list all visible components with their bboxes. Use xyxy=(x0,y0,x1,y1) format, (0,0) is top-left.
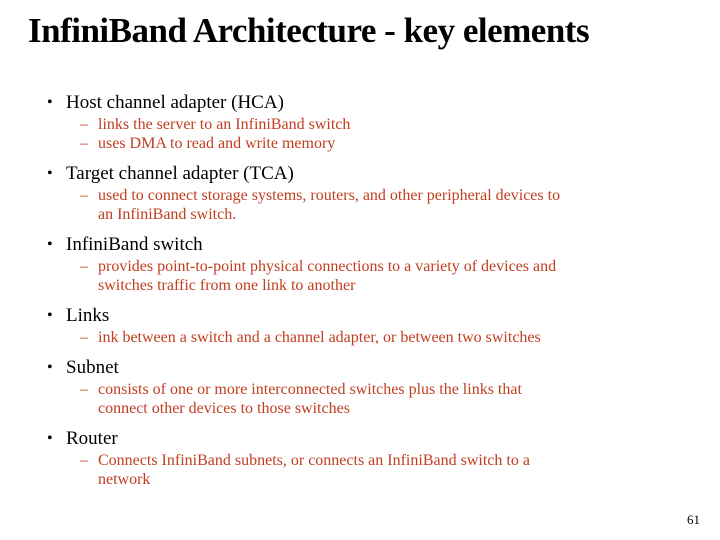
bullet-item-hca: • Host channel adapter (HCA) – links the… xyxy=(47,91,702,153)
bullet-label: InfiniBand switch xyxy=(66,234,203,255)
bullet-marker: • xyxy=(47,94,53,111)
dash-marker: – xyxy=(80,187,88,204)
sub-bullet-item: – ink between a switch and a channel ada… xyxy=(80,328,702,347)
dash-marker: – xyxy=(80,381,88,398)
dash-marker: – xyxy=(80,116,88,133)
bullet-label: Links xyxy=(66,305,110,326)
bullet-label: Target channel adapter (TCA) xyxy=(66,163,294,184)
sub-bullet-text: uses DMA to read and write memory xyxy=(98,135,336,152)
sub-bullet-item: – links the server to an InfiniBand swit… xyxy=(80,115,702,134)
bullet-marker: • xyxy=(47,359,53,376)
bullet-list: • Host channel adapter (HCA) – links the… xyxy=(0,91,702,489)
bullet-item-links: • Links – ink between a switch and a cha… xyxy=(47,304,702,347)
bullet-label: Router xyxy=(66,428,118,449)
slide-title: InfiniBand Architecture - key elements xyxy=(28,11,590,50)
sub-bullet-text: links the server to an InfiniBand switch xyxy=(98,116,351,133)
sub-bullet-text: consists of one or more interconnected s… xyxy=(98,381,522,417)
bullet-item-tca: • Target channel adapter (TCA) – used to… xyxy=(47,162,702,224)
bullet-item-subnet: • Subnet – consists of one or more inter… xyxy=(47,356,702,418)
sub-bullet-item: – used to connect storage systems, route… xyxy=(80,186,702,224)
dash-marker: – xyxy=(80,329,88,346)
sub-bullet-text: Connects InfiniBand subnets, or connects… xyxy=(98,452,530,488)
dash-marker: – xyxy=(80,135,88,152)
bullet-label: Host channel adapter (HCA) xyxy=(66,92,284,113)
sub-bullet-text: used to connect storage systems, routers… xyxy=(98,187,561,223)
bullet-marker: • xyxy=(47,307,53,324)
bullet-marker: • xyxy=(47,430,53,447)
bullet-item-router: • Router – Connects InfiniBand subnets, … xyxy=(47,427,702,489)
bullet-label: Subnet xyxy=(66,357,119,378)
sub-bullet-text: provides point-to-point physical connect… xyxy=(98,258,557,294)
bullet-marker: • xyxy=(47,165,53,182)
page-number: 61 xyxy=(687,512,700,527)
dash-marker: – xyxy=(80,452,88,469)
sub-bullet-text: ink between a switch and a channel adapt… xyxy=(98,329,541,346)
sub-bullet-item: – uses DMA to read and write memory xyxy=(80,134,702,153)
sub-bullet-item: – Connects InfiniBand subnets, or connec… xyxy=(80,451,702,489)
sub-bullet-item: – consists of one or more interconnected… xyxy=(80,380,702,418)
bullet-item-switch: • InfiniBand switch – provides point-to-… xyxy=(47,233,702,295)
sub-bullet-item: – provides point-to-point physical conne… xyxy=(80,257,702,295)
dash-marker: – xyxy=(80,258,88,275)
bullet-marker: • xyxy=(47,236,53,253)
